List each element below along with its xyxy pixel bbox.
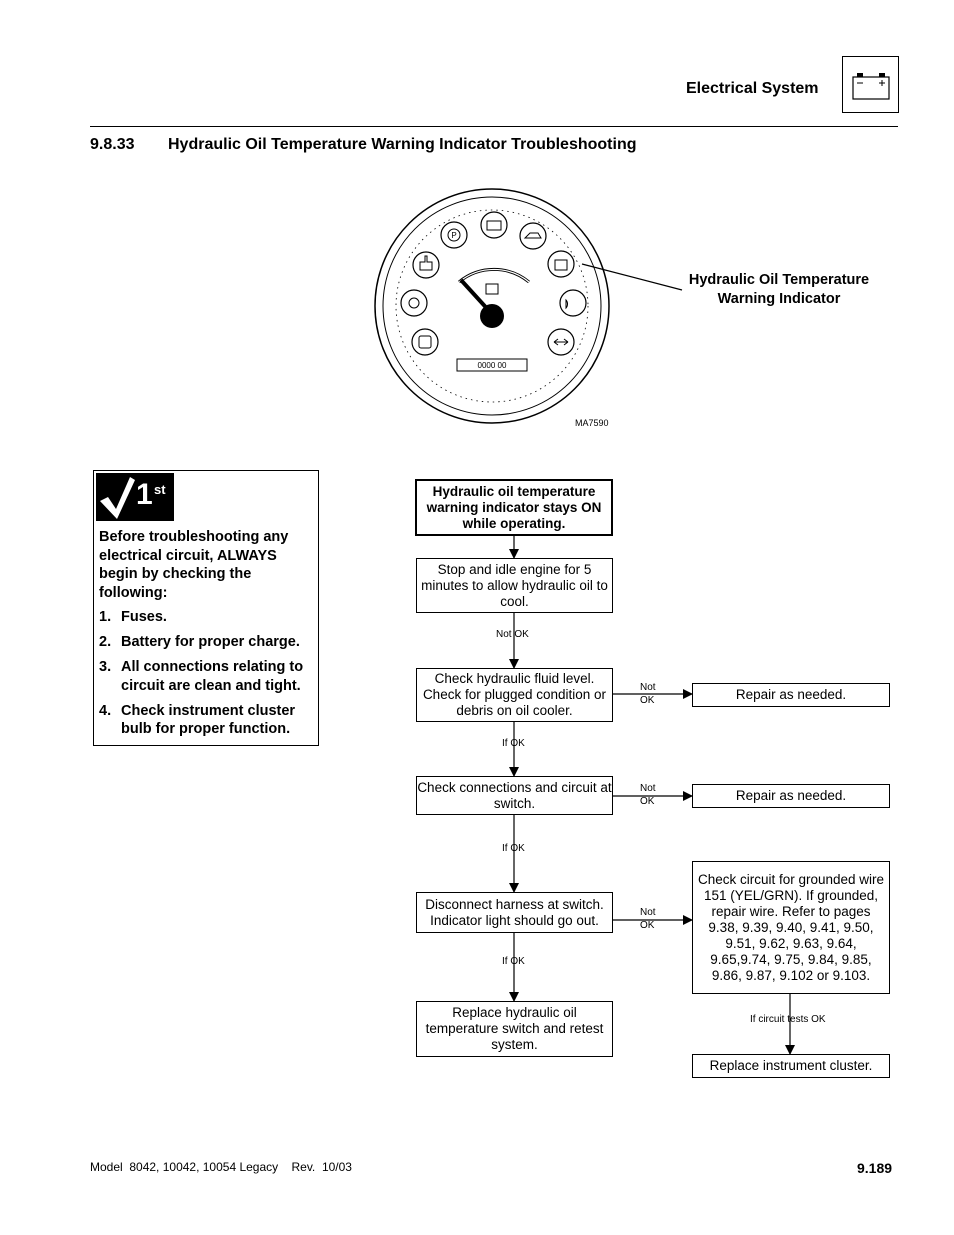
indicator-callout: Hydraulic Oil Temperature Warning Indica… xyxy=(688,272,870,307)
flow-label-not-ok: Not OK xyxy=(496,629,529,640)
checklist-intro: Before troubleshooting any electrical ci… xyxy=(99,529,289,601)
badge-number: 1 xyxy=(136,478,153,511)
battery-icon xyxy=(842,56,899,113)
figure-id: MA7590 xyxy=(575,418,609,428)
flow-grounded-wire-box: Check circuit for grounded wire 151 (YEL… xyxy=(692,861,890,994)
odometer-readout: 0000 00 xyxy=(478,361,507,370)
flow-label-if-ok: If OK xyxy=(502,738,525,749)
footer-model: Model 8042, 10042, 10054 Legacy Rev. 10/… xyxy=(90,1160,352,1174)
checklist-panel xyxy=(93,470,319,746)
flow-label-circuit-tests-ok: If circuit tests OK xyxy=(750,1014,826,1025)
badge-suffix: st xyxy=(154,482,166,497)
flow-label-not: Not xyxy=(640,783,656,794)
flow-label-not: Not xyxy=(640,682,656,693)
checklist-item: 3.All connections relating to circuit ar… xyxy=(99,659,304,694)
flow-step-cool-engine: Stop and idle engine for 5 minutes to al… xyxy=(416,558,613,613)
flow-step-replace-switch: Replace hydraulic oil temperature switch… xyxy=(416,1001,613,1057)
flow-label-ok: OK xyxy=(640,796,655,807)
section-title: Hydraulic Oil Temperature Warning Indica… xyxy=(168,136,637,153)
section-number: 9.8.33 xyxy=(90,136,135,153)
flow-repair-box-2: Repair as needed. xyxy=(692,784,890,808)
instrument-cluster-figure: P 0000 00 xyxy=(374,188,683,424)
flow-label-not: Not xyxy=(640,907,656,918)
svg-text:P: P xyxy=(451,231,456,240)
flow-label-ok: OK xyxy=(640,695,655,706)
header-rule xyxy=(90,126,898,127)
flow-label-ok: OK xyxy=(640,920,655,931)
checkmark-badge: 1 st xyxy=(96,473,174,521)
flow-label-if-ok: If OK xyxy=(502,956,525,967)
flow-step-check-connections: Check connections and circuit at switch. xyxy=(416,776,613,815)
checklist-item: 4.Check instrument cluster bulb for prop… xyxy=(99,702,296,738)
checklist-item: 1.Fuses. xyxy=(99,609,167,625)
page-number: 9.189 xyxy=(857,1160,893,1176)
section-header-title: Electrical System xyxy=(686,80,819,97)
flow-replace-cluster-box: Replace instrument cluster. xyxy=(692,1054,890,1078)
flow-start-box: Hydraulic oil temperature warning indica… xyxy=(415,479,613,536)
checkmark-icon xyxy=(100,477,135,519)
checklist-items: 1.Fuses. 2.Battery for proper charge. 3.… xyxy=(99,608,319,745)
flow-step-disconnect-harness: Disconnect harness at switch. Indicator … xyxy=(416,892,613,933)
flow-repair-box-1: Repair as needed. xyxy=(692,683,890,707)
checklist-item: 2.Battery for proper charge. xyxy=(99,634,300,650)
flow-label-if-ok: If OK xyxy=(502,843,525,854)
flow-step-check-fluid: Check hydraulic fluid level. Check for p… xyxy=(416,668,613,722)
